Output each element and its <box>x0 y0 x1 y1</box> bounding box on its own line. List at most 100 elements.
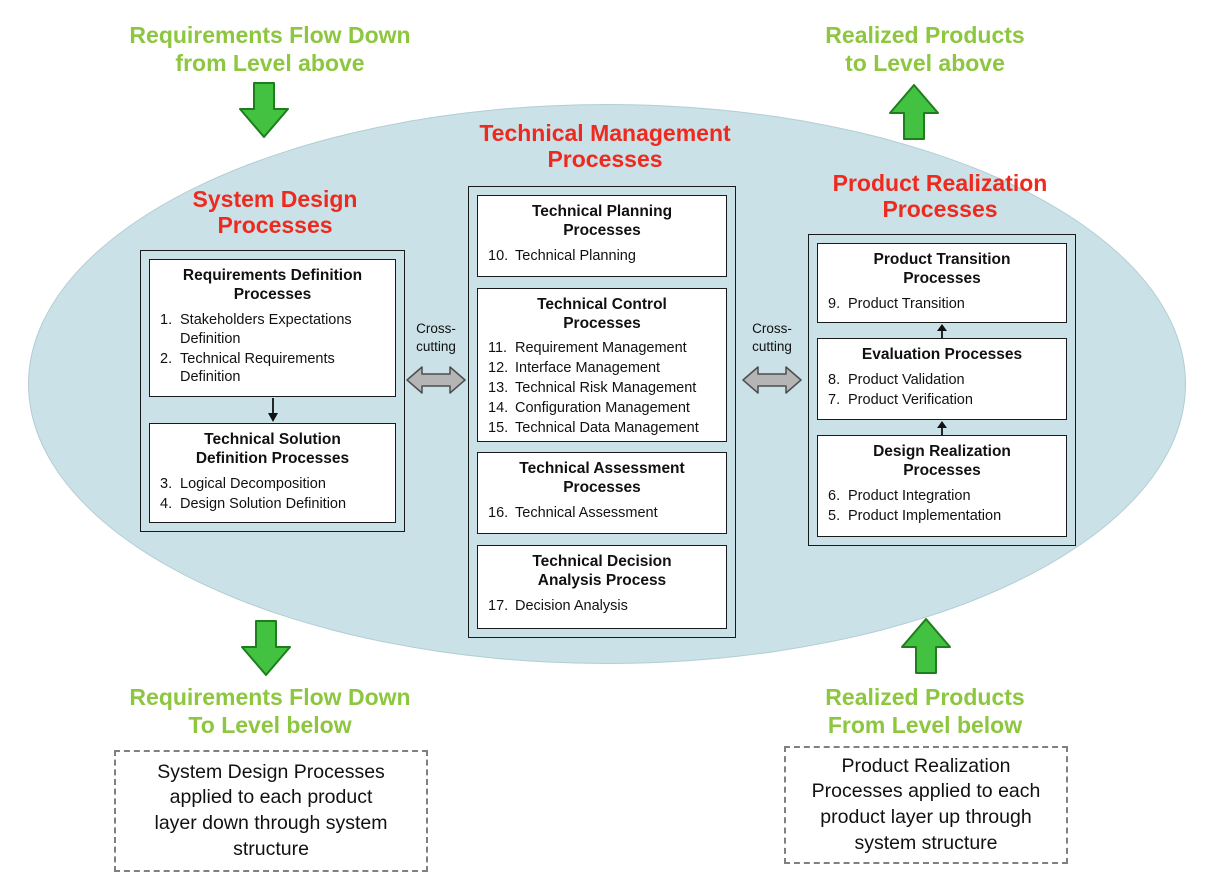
item-text: Technical Risk Management <box>515 380 697 397</box>
heading-system-design: System Design Processes <box>192 186 358 239</box>
item-number: 10. <box>488 247 509 264</box>
cross-cutting-arrow-right <box>742 366 802 394</box>
process-item: 12. Interface Management <box>488 359 720 378</box>
item-text: Interface Management <box>515 360 661 377</box>
cross-cutting-label-left: Cross- cutting <box>416 321 456 354</box>
item-number: 9. <box>828 295 841 312</box>
box-title: Technical Assessment Processes <box>519 460 685 497</box>
technical-planning-box: Technical Planning Processes 10. Technic… <box>477 195 727 277</box>
item-text: Logical Decomposition <box>180 475 326 492</box>
box-title: Product Transition Processes <box>873 251 1011 287</box>
item-number: 1. <box>160 311 173 328</box>
process-item-list: 8. Product Validation 7. Product Verific… <box>818 371 1066 417</box>
process-item-list: 10. Technical Planning <box>478 247 726 273</box>
design-realization-box: Design Realization Processes 6. Product … <box>817 435 1067 537</box>
cross-cutting-arrow-left <box>406 366 466 394</box>
heading-product-realization: Product Realization Processes <box>832 170 1048 223</box>
item-number: 3. <box>160 475 173 492</box>
item-text: Technical Assessment <box>515 505 658 522</box>
evaluation-box: Evaluation Processes 8. Product Validati… <box>817 338 1067 420</box>
requirements-definition-box: Requirements Definition Processes 1. Sta… <box>149 259 396 397</box>
process-item: 8. Product Validation <box>828 371 1060 390</box>
flow-label-bottom-right: Realized Products From Level below <box>825 684 1025 738</box>
item-number: 12. <box>488 360 509 377</box>
box-title: Evaluation Processes <box>861 346 1023 363</box>
item-number: 5. <box>828 507 841 524</box>
process-item-list: 16. Technical Assessment <box>478 504 726 530</box>
process-item-list: 11. Requirement Management 12. Interface… <box>478 339 726 440</box>
box-title: Requirements Definition Processes <box>182 267 363 303</box>
item-number: 15. <box>488 419 509 436</box>
box-title: Technical Solution Definition Processes <box>195 431 350 467</box>
process-item: 2. Technical Requirements Definition <box>160 350 389 388</box>
green-down-arrow-bottom-left <box>241 620 291 676</box>
process-item-list: 6. Product Integration 5. Product Implem… <box>818 487 1066 533</box>
process-item: 7. Product Verification <box>828 391 1060 410</box>
item-text: Product Implementation <box>848 507 1002 524</box>
process-item: 4. Design Solution Definition <box>160 495 389 514</box>
flow-label-top-right: Realized Products to Level above <box>825 22 1025 76</box>
item-number: 6. <box>828 487 841 504</box>
item-text: Technical Requirements Definition <box>180 350 335 386</box>
technical-solution-box: Technical Solution Definition Processes … <box>149 423 396 523</box>
process-item: 9. Product Transition <box>828 295 1060 314</box>
process-item-list: 9. Product Transition <box>818 295 1066 321</box>
process-item: 15. Technical Data Management <box>488 419 720 438</box>
box-title: Technical Decision Analysis Process <box>532 552 672 589</box>
item-number: 8. <box>828 371 841 388</box>
green-down-arrow-top-left <box>239 82 289 138</box>
flow-label-bottom-left: Requirements Flow Down To Level below <box>129 684 411 738</box>
item-number: 7. <box>828 391 841 408</box>
item-text: Configuration Management <box>515 400 690 416</box>
item-text: Technical Planning <box>515 247 636 264</box>
up-arrow-icon <box>937 420 947 435</box>
note-text-left: System Design Processes applied to each … <box>154 760 388 860</box>
box-title: Technical Planning Processes <box>531 203 673 239</box>
up-arrow-icon <box>937 323 947 338</box>
item-number: 4. <box>160 495 173 512</box>
box-title: Technical Control Processes <box>537 295 667 332</box>
item-number: 2. <box>160 350 173 367</box>
item-text: Product Integration <box>848 487 971 504</box>
item-number: 11. <box>488 340 508 357</box>
note-box-right: Product Realization Processes applied to… <box>784 746 1068 864</box>
item-text: Requirement Management <box>515 340 687 357</box>
technical-assessment-box: Technical Assessment Processes 16. Techn… <box>477 452 727 535</box>
technical-decision-box: Technical Decision Analysis Process 17. … <box>477 544 727 629</box>
flow-label-top-left: Requirements Flow Down from Level above <box>129 22 411 76</box>
item-number: 16. <box>488 505 509 522</box>
item-text: Technical Data Management <box>515 419 699 436</box>
item-text: Product Validation <box>848 371 965 388</box>
item-text: Product Verification <box>848 391 973 408</box>
item-number: 14. <box>488 400 509 416</box>
item-text: Stakeholders Expectations Definition <box>180 311 352 347</box>
product-transition-box: Product Transition Processes 9. Product … <box>817 243 1067 323</box>
process-item: 3. Logical Decomposition <box>160 475 389 494</box>
note-box-left: System Design Processes applied to each … <box>114 750 428 872</box>
process-item-list: 3. Logical Decomposition 4. Design Solut… <box>150 475 395 521</box>
process-item: 17. Decision Analysis <box>488 597 720 616</box>
cross-cutting-label-right: Cross- cutting <box>752 321 792 354</box>
green-up-arrow-bottom-right <box>901 618 951 674</box>
item-number: 13. <box>488 380 509 397</box>
process-item: 11. Requirement Management <box>488 339 720 358</box>
technical-control-box: Technical Control Processes 11. Requirem… <box>477 287 727 442</box>
process-item: 6. Product Integration <box>828 487 1060 506</box>
note-text-right: Product Realization Processes applied to… <box>811 754 1041 854</box>
process-item-list: 1. Stakeholders Expectations Definition … <box>150 311 395 394</box>
product-realization-container: Product Transition Processes 9. Product … <box>808 234 1076 546</box>
item-text: Design Solution Definition <box>180 495 347 512</box>
process-item: 16. Technical Assessment <box>488 504 720 523</box>
system-design-container: Requirements Definition Processes 1. Sta… <box>140 250 405 532</box>
green-up-arrow-top-right <box>889 84 939 140</box>
process-item: 1. Stakeholders Expectations Definition <box>160 311 389 349</box>
box-title: Design Realization Processes <box>873 443 1011 479</box>
process-item-list: 17. Decision Analysis <box>478 597 726 623</box>
heading-technical-management: Technical Management Processes <box>479 120 731 173</box>
process-item: 13. Technical Risk Management <box>488 379 720 398</box>
process-item: 5. Product Implementation <box>828 507 1060 526</box>
technical-management-container: Technical Planning Processes 10. Technic… <box>468 186 736 638</box>
process-item: 10. Technical Planning <box>488 247 720 266</box>
item-text: Decision Analysis <box>515 597 628 614</box>
